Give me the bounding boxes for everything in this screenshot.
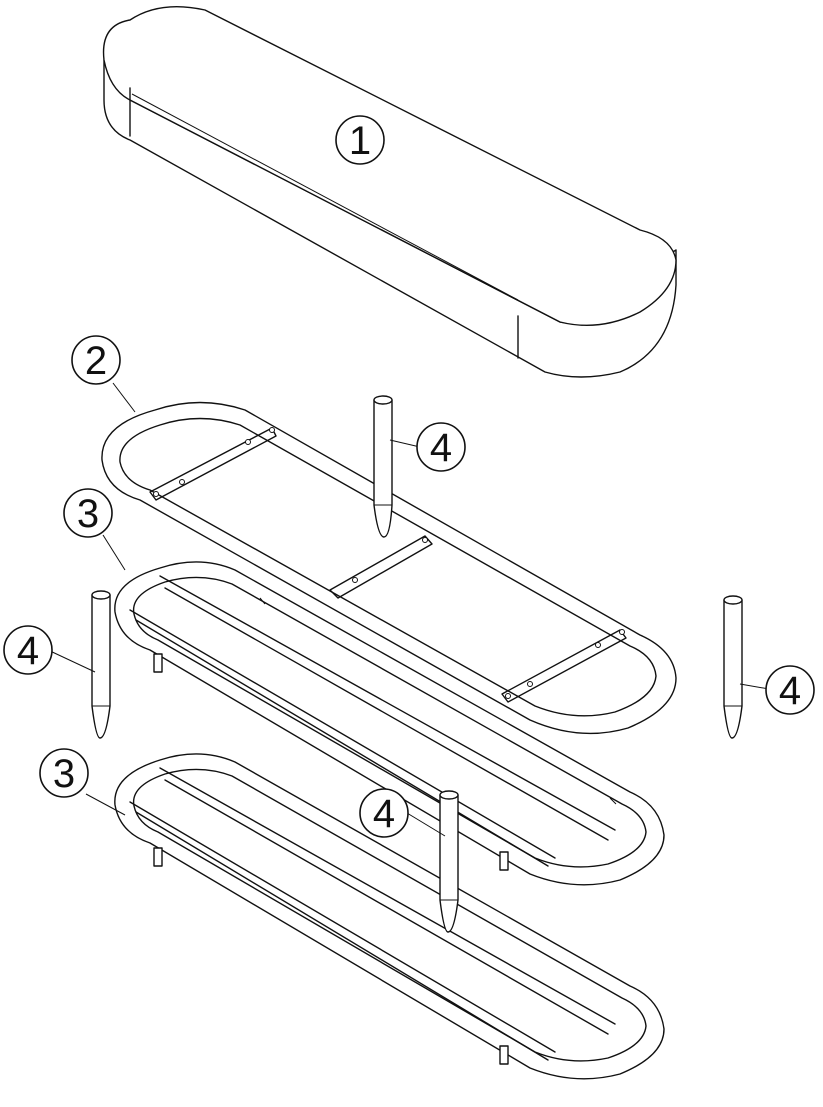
callout-1: 1 [335,115,385,165]
leg-left [91,590,111,739]
callout-2-label: 2 [85,339,107,383]
shelf-frame-upper [114,561,665,886]
seat-frame [101,401,677,735]
leg-lower [439,790,459,933]
leg-center [373,395,393,538]
callout-3-lower-label: 3 [53,752,75,796]
callout-4-right: 4 [765,665,815,715]
callout-3-lower: 3 [39,748,89,798]
callout-4-right-label: 4 [779,669,801,713]
callout-1-label: 1 [349,119,371,163]
callout-2: 2 [71,335,121,385]
callout-4-lower-label: 4 [373,792,395,836]
leader-lines [47,382,770,837]
callout-4-left-label: 4 [17,629,39,673]
callout-4-left: 4 [3,625,53,675]
shelf-frame-lower [114,753,665,1080]
seat-top-cushion [102,5,677,378]
callout-4-center: 4 [416,422,466,472]
callout-3-upper-label: 3 [77,492,99,536]
callout-3-upper: 3 [63,488,113,538]
leg-right [723,595,743,739]
callout-4-center-label: 4 [430,426,452,470]
callout-4-lower: 4 [359,788,409,838]
